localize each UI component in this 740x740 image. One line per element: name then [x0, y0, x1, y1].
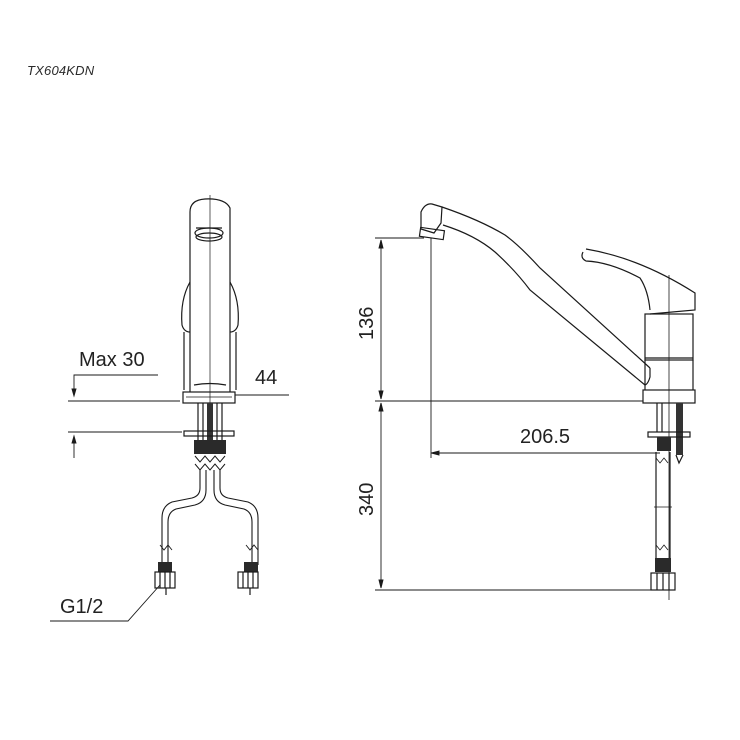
front-view-faucet [181, 195, 239, 410]
model-code: TX604KDN [27, 63, 95, 78]
side-view-dimensions [375, 237, 660, 591]
max-thickness-label: Max 30 [79, 349, 145, 371]
thread-size-label: G1/2 [60, 596, 103, 618]
front-view-shanks-and-hoses [154, 403, 259, 595]
side-view-shanks-and-hose [647, 403, 691, 591]
spout-reach-label: 206.5 [520, 426, 570, 448]
front-view-dimensions [50, 374, 289, 622]
spout-height-label: 136 [356, 307, 378, 340]
hose-length-label: 340 [356, 483, 378, 516]
side-view-faucet [418, 203, 696, 600]
base-diameter-label: 44 [255, 367, 277, 389]
